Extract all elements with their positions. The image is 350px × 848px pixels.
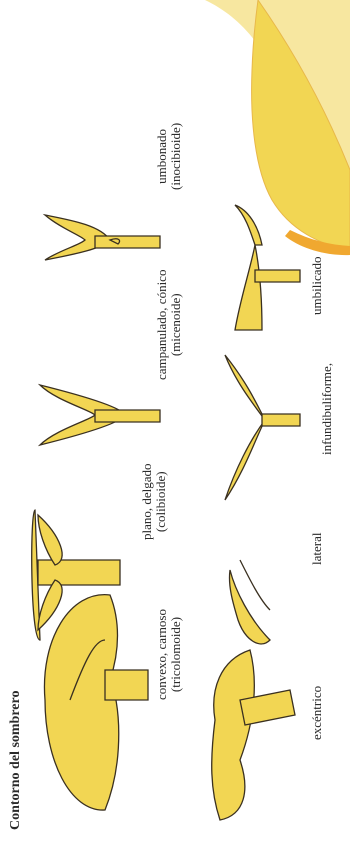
label-line: campanulado, cónico (155, 270, 169, 380)
label-umbilicado: umbilicado (310, 257, 324, 316)
label-plano-delgado: plano, delgado (colibioide) (140, 463, 168, 540)
label-line: (micenoide) (169, 270, 183, 380)
label-line: (tricolomoide) (169, 609, 183, 700)
label-line: plano, delgado (140, 463, 154, 540)
shape-infundibuliforme (225, 355, 300, 500)
shape-umbilicado (235, 205, 300, 330)
shape-umbonado (45, 215, 160, 260)
label-excentrico: excéntrico (310, 686, 324, 740)
label-line: (colibioide) (154, 463, 168, 540)
label-line: umbonado (155, 123, 169, 190)
plate-title: Contorno del sombrero (8, 691, 24, 830)
shape-campanulado-conico (40, 385, 160, 445)
label-line: lateral (310, 533, 324, 565)
label-line: infundibuliforme, (320, 363, 334, 455)
label-campanulado-conico: campanulado, cónico (micenoide) (155, 270, 183, 380)
corner-mushroom-detail (205, 0, 350, 255)
label-line: convexo, carnoso (155, 609, 169, 700)
label-infundibuliforme: infundibuliforme, (320, 363, 334, 455)
label-umbonado: umbonado (inocibioide) (155, 123, 183, 190)
label-line: umbilicado (310, 257, 324, 316)
label-convexo-carnoso: convexo, carnoso (tricolomoide) (155, 609, 183, 700)
label-line: excéntrico (310, 686, 324, 740)
shape-excentrico (212, 650, 295, 820)
label-line: (inocibioide) (169, 123, 183, 190)
label-lateral: lateral (310, 533, 324, 565)
shape-lateral (229, 560, 270, 644)
shape-convexo-carnoso (44, 595, 148, 810)
